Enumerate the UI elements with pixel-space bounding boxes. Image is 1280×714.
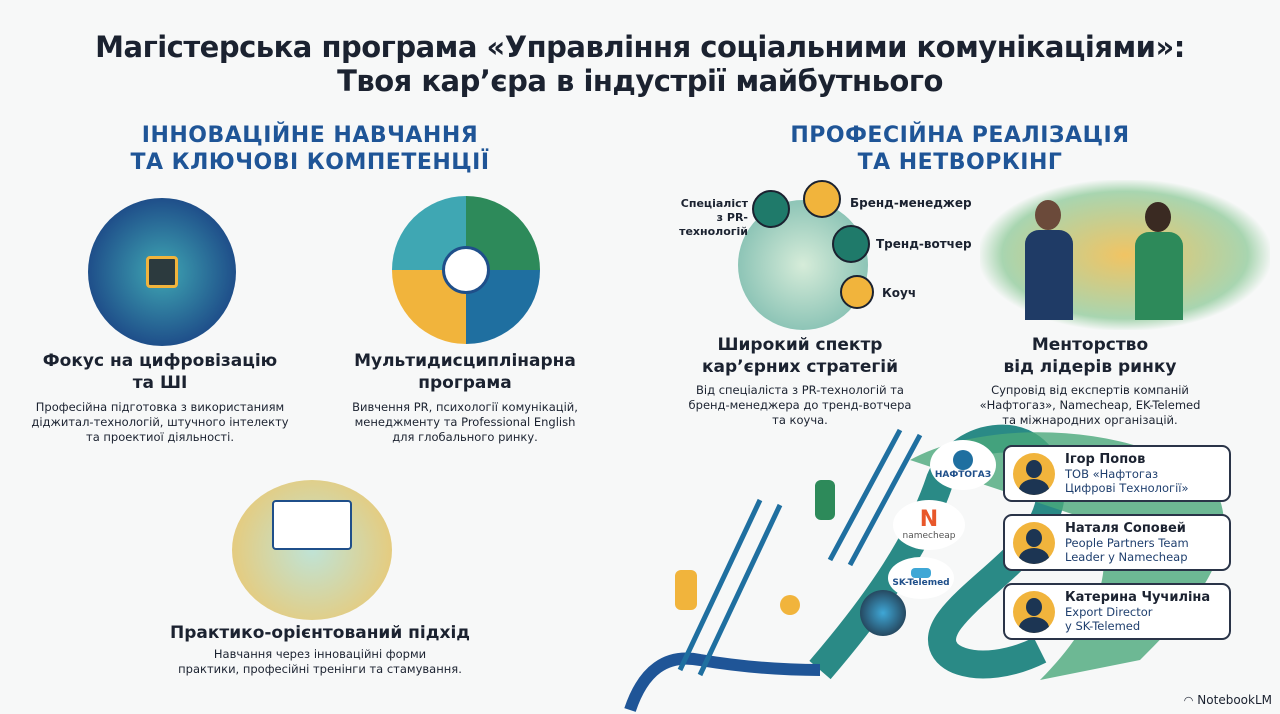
heading-line: ТА НЕТВОРКІНГ bbox=[857, 150, 1063, 175]
block-title: Мультидисциплінарна bbox=[354, 351, 576, 371]
page-title-line2: Твоя кар’єра в індустрії майбутнього bbox=[337, 64, 943, 98]
page-title-line1: Магістерська програма «Управління соціал… bbox=[95, 30, 1185, 64]
climber-man bbox=[675, 570, 697, 610]
mentee-suit bbox=[1135, 232, 1183, 320]
multidisciplinary-illustration bbox=[392, 196, 540, 344]
block-title: та ШІ bbox=[132, 373, 188, 393]
avatar bbox=[1013, 590, 1055, 633]
role-line: Спеціаліст bbox=[680, 197, 748, 210]
path-base bbox=[624, 652, 821, 712]
block-desc: Супровід від експертів компаній bbox=[991, 383, 1189, 397]
path-node bbox=[780, 595, 800, 615]
ladder-left bbox=[677, 498, 783, 677]
ladder-right bbox=[827, 428, 923, 567]
role-coach: Коуч bbox=[882, 286, 917, 300]
chip-icon bbox=[146, 256, 178, 288]
handshake-illustration bbox=[980, 180, 1270, 330]
magnifier-icon bbox=[832, 225, 870, 263]
globe-icon bbox=[442, 246, 490, 294]
block-desc: практики, професійні тренінги та стамува… bbox=[178, 662, 462, 676]
mentor-suit bbox=[1025, 230, 1073, 320]
block-desc: бренд-менеджера до тренд-вотчера bbox=[688, 398, 912, 412]
role-trend-watcher: Тренд-вотчер bbox=[876, 237, 972, 251]
multidisciplinary-block: Мультидисциплінарна програма Вивчення PR… bbox=[325, 350, 605, 445]
naftogaz-emblem-icon bbox=[860, 590, 906, 636]
practice-block: Практико-орієнтований підхід Навчання че… bbox=[150, 622, 490, 677]
ai-brain-illustration bbox=[88, 198, 236, 346]
block-desc: Від спеціаліста з PR-технологій та bbox=[696, 383, 904, 397]
sk-telemed-logo: SK-Telemed bbox=[888, 557, 954, 599]
block-desc: та міжнародних організацій. bbox=[1002, 413, 1178, 427]
avatar bbox=[1013, 521, 1055, 564]
sk-telemed-emblem-icon bbox=[911, 568, 931, 578]
mentor-role: People Partners Team bbox=[1065, 535, 1189, 550]
block-title: кар’єрних стратегій bbox=[702, 357, 898, 377]
block-title: Фокус на цифровізацію bbox=[42, 351, 278, 371]
mentor-name: Ігор Попов bbox=[1065, 451, 1146, 467]
heading-line: ПРОФЕСІЙНА РЕАЛІЗАЦІЯ bbox=[790, 123, 1130, 148]
career-strategies-block: Широкий спектр кар’єрних стратегій Від с… bbox=[660, 334, 940, 428]
block-title: Менторство bbox=[1031, 335, 1149, 355]
role-brand-manager: Бренд-менеджер bbox=[850, 196, 972, 210]
block-desc: для глобального ринку. bbox=[392, 430, 538, 444]
heading-line: ІННОВАЦІЙНЕ НАВЧАННЯ bbox=[141, 123, 479, 148]
megaphone-icon bbox=[752, 190, 790, 228]
mentor-role: Leader у Namecheap bbox=[1065, 549, 1188, 564]
naftogaz-logo: НАФТОГАЗ bbox=[930, 440, 996, 490]
block-title: Практико-орієнтований підхід bbox=[169, 623, 470, 643]
notebooklm-icon: ◠ bbox=[1183, 693, 1194, 707]
digital-ai-block: Фокус на цифровізацію та ШІ Професійна п… bbox=[20, 350, 300, 445]
block-desc: «Нафтогаз», Namecheap, EK-Telemed bbox=[979, 398, 1201, 412]
avatar bbox=[1013, 452, 1055, 495]
mentee-figure bbox=[1145, 202, 1171, 232]
presentation-board-icon bbox=[272, 500, 352, 550]
crown-icon bbox=[803, 180, 841, 218]
brand-text: NotebookLM bbox=[1197, 693, 1272, 707]
block-desc: діджитал-технологій, штучного інтелекту bbox=[31, 415, 289, 429]
block-desc: Професійна підготовка з використаниям bbox=[35, 400, 285, 414]
naftogaz-emblem-icon bbox=[953, 450, 973, 470]
mentor-role: Export Director bbox=[1065, 604, 1153, 619]
block-desc: менеджменту та Professional English bbox=[354, 415, 576, 429]
block-desc: Вивчення PR, психології комунікацій, bbox=[352, 400, 578, 414]
mentor-role: у SK-Telemed bbox=[1065, 618, 1141, 633]
practice-illustration bbox=[232, 480, 392, 620]
logo-text: SK-Telemed bbox=[892, 578, 950, 588]
climber-woman bbox=[815, 480, 835, 520]
mentorship-block: Менторство від лідерів ринку Супровід ві… bbox=[950, 334, 1230, 428]
block-desc: та коуча. bbox=[772, 413, 828, 427]
mentor-role: Цифрові Технології» bbox=[1065, 480, 1189, 495]
namecheap-n-icon: N bbox=[919, 507, 939, 532]
block-desc: та проектиої діяльності. bbox=[86, 430, 234, 444]
logo-text: НАФТОГАЗ bbox=[934, 470, 992, 480]
microphone-icon bbox=[840, 275, 874, 309]
mentor-role: ТОВ «Нафтогаз bbox=[1065, 466, 1159, 481]
block-title: від лідерів ринку bbox=[1003, 357, 1177, 377]
block-title: програма bbox=[418, 373, 512, 393]
mentor-name: Катерина Чучиліна bbox=[1065, 589, 1211, 605]
mentor-name: Наталя Соповей bbox=[1065, 520, 1186, 536]
mentor-figure bbox=[1035, 200, 1061, 230]
block-title: Широкий спектр bbox=[717, 335, 883, 355]
logo-text: namecheap bbox=[902, 531, 956, 541]
block-desc: Навчання через інноваційні форми bbox=[213, 647, 427, 661]
role-line: з PR-технологій bbox=[679, 211, 748, 238]
heading-line: ТА КЛЮЧОВІ КОМПЕТЕНЦІЇ bbox=[130, 150, 490, 175]
notebooklm-watermark: ◠NotebookLM bbox=[1184, 693, 1272, 707]
